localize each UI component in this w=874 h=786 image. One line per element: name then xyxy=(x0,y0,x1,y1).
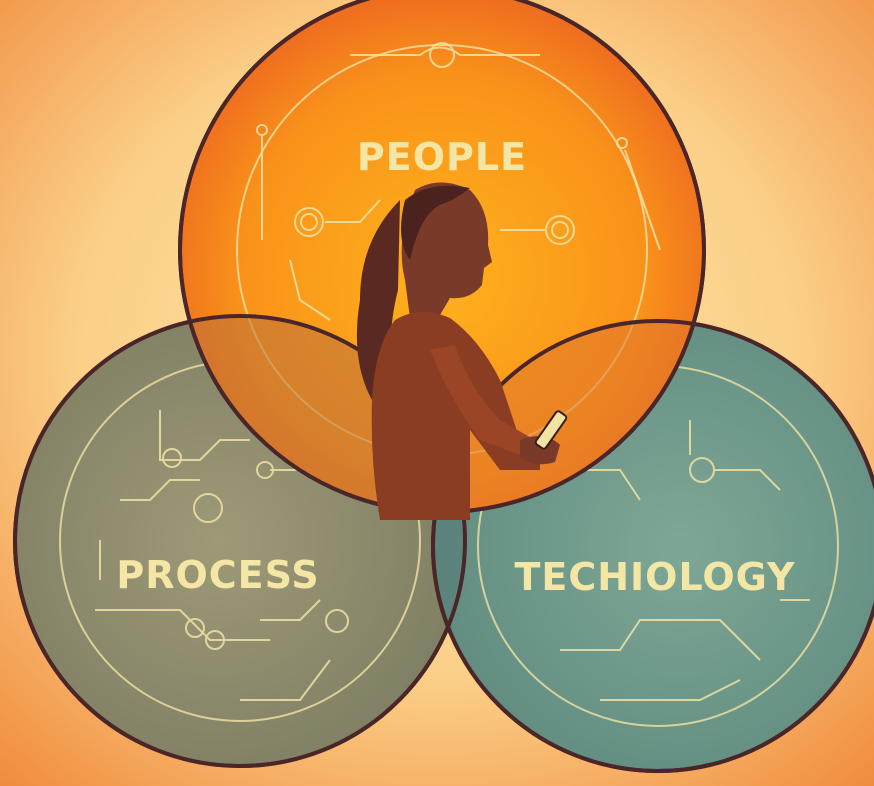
people-circuit-lines xyxy=(256,42,661,321)
people-label: PEOPLE xyxy=(357,135,527,179)
woman-with-phone-icon xyxy=(356,182,568,520)
technology-circuit-lines xyxy=(560,420,810,701)
process-label: PROCESS xyxy=(116,553,319,597)
overlap-people-process xyxy=(180,316,465,512)
technology-label: TECHIOLOGY xyxy=(514,555,795,599)
